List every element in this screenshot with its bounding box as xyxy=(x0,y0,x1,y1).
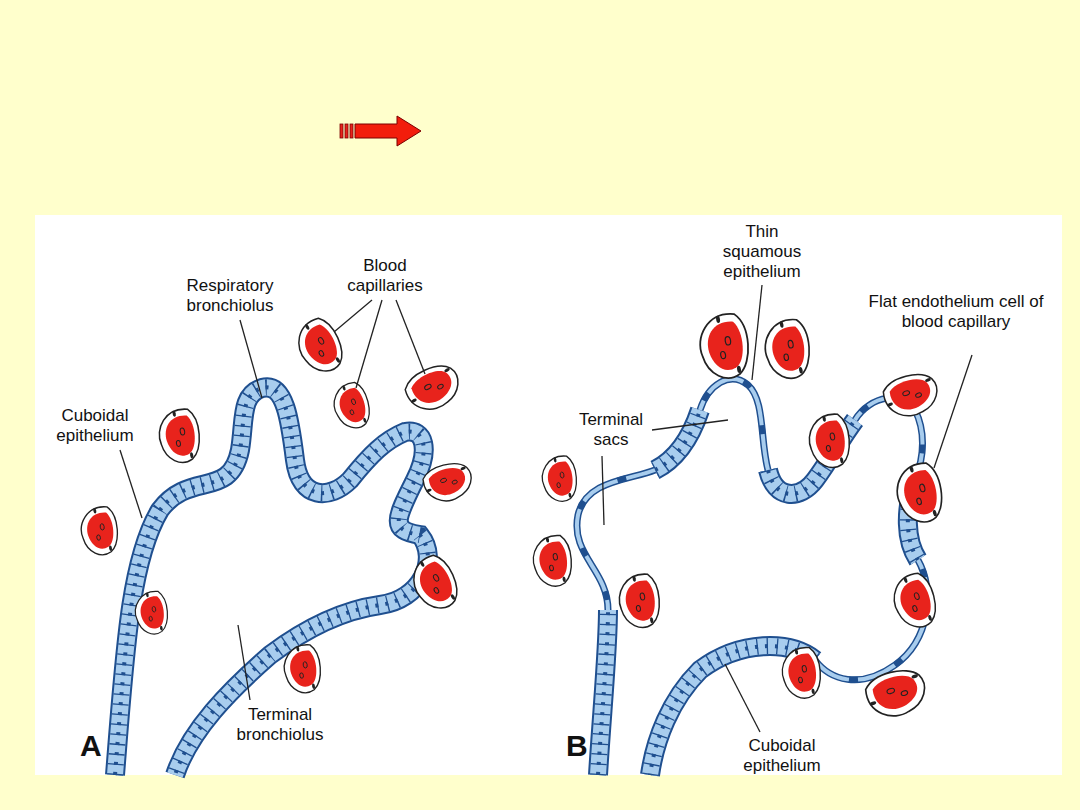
part-label: Terminal bronchiolus xyxy=(218,705,342,745)
panel-background xyxy=(35,215,1062,775)
part-label: Terminal sacs xyxy=(566,410,656,450)
part-label: Flat endothelium cell of blood capillary xyxy=(868,292,1044,332)
part-label: Cuboidal epithelium xyxy=(40,406,150,446)
epithelium-wall xyxy=(115,379,927,775)
red-arrow xyxy=(340,116,421,146)
leader-line xyxy=(120,285,972,732)
capillary xyxy=(78,311,949,723)
part-label: Respiratory bronchiolus xyxy=(160,276,300,316)
panel-letter: B xyxy=(566,728,606,763)
panel-letter: A xyxy=(80,728,120,763)
part-label: Thin squamous epithelium xyxy=(712,222,812,282)
part-label: Blood capillaries xyxy=(335,256,435,296)
part-label: Cuboidal epithelium xyxy=(722,736,842,776)
